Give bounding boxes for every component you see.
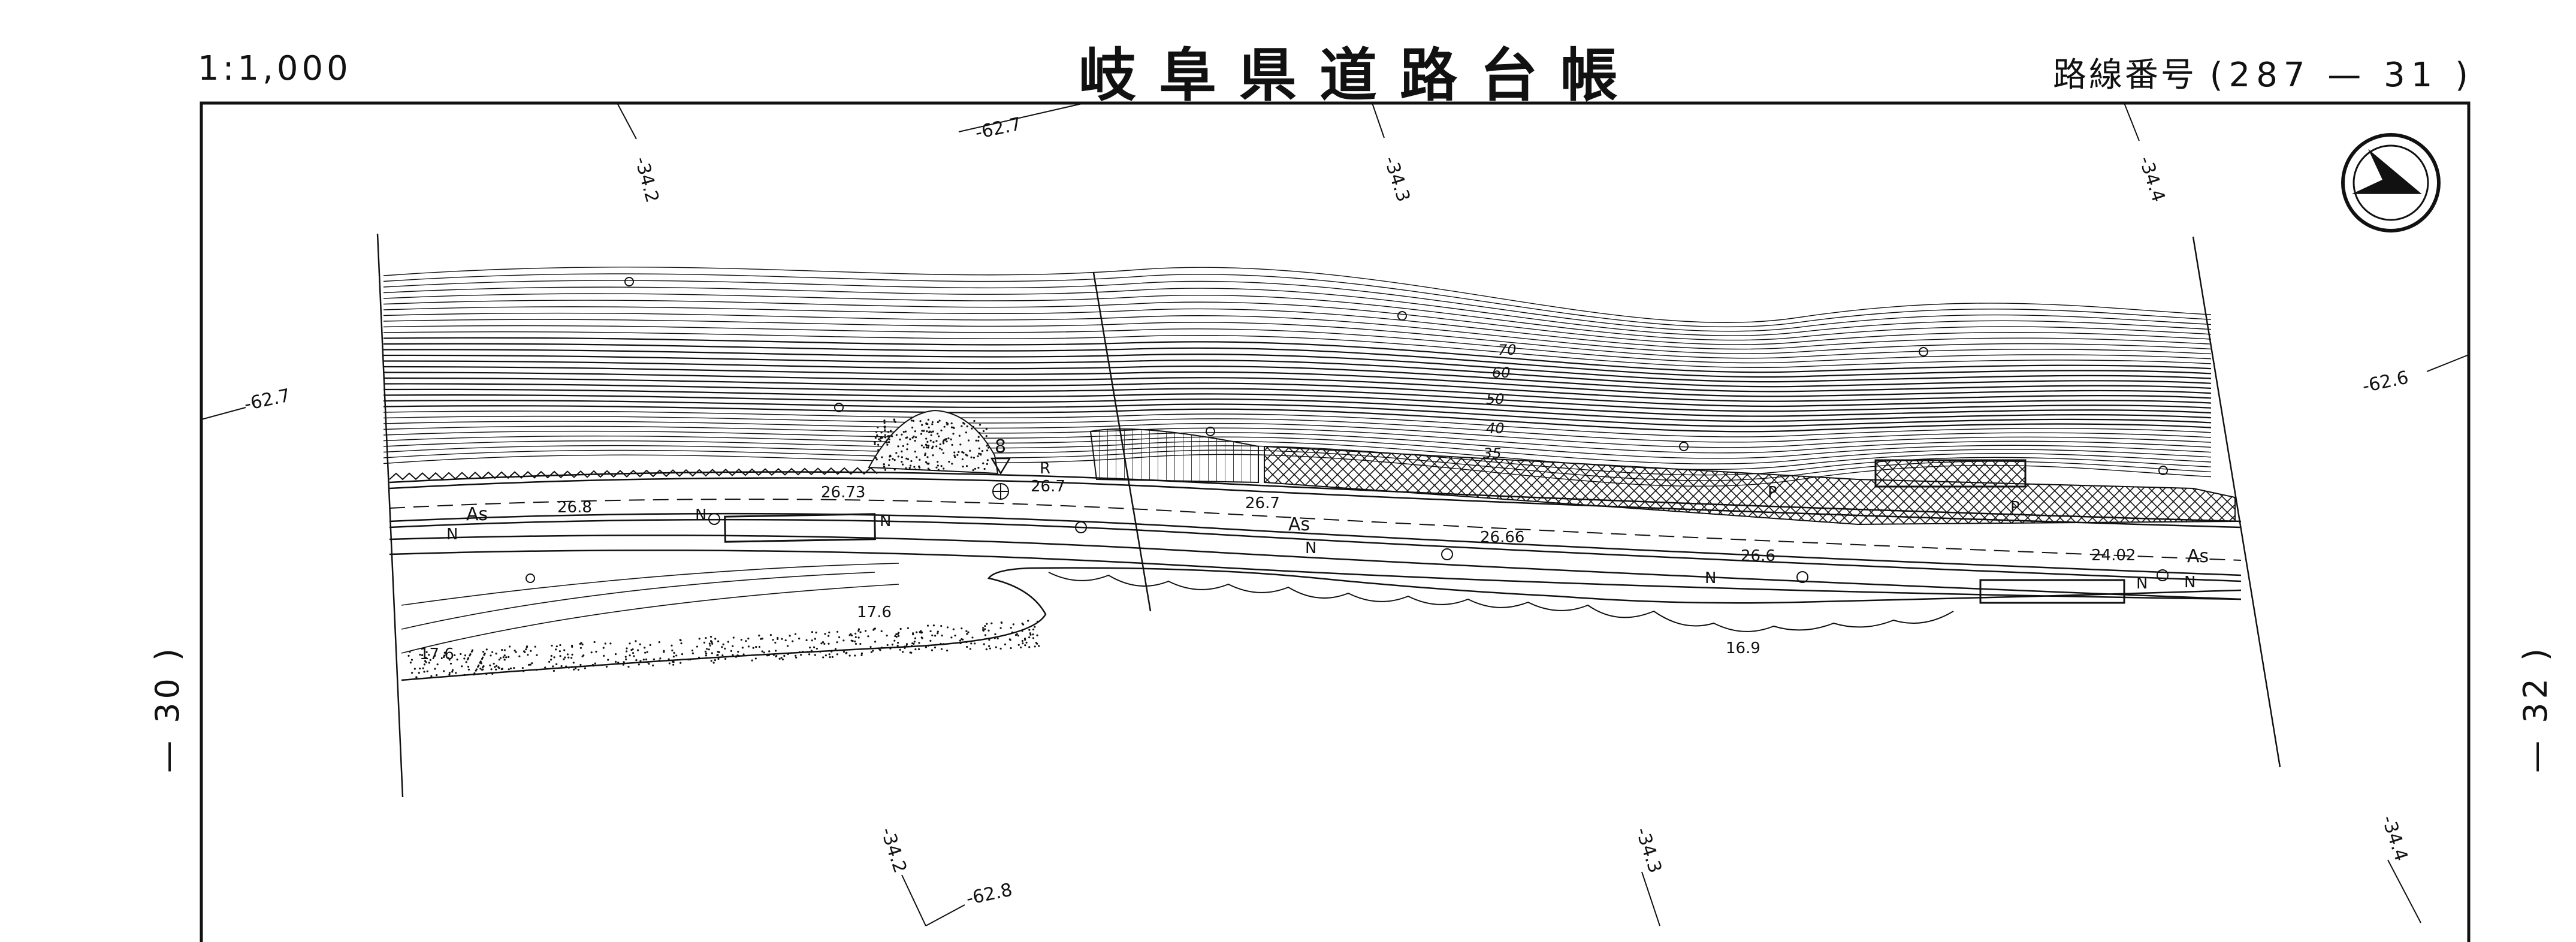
grid-label-bottom-2: -62.8: [964, 879, 1014, 909]
grid-label-top-1: -34.2: [630, 155, 663, 205]
map-symbol: N: [880, 512, 891, 530]
spot-elevation: 26.7: [1245, 494, 1280, 512]
contour-label: 50: [1486, 391, 1505, 407]
grid-label-top-4: -34.4: [2134, 154, 2169, 205]
spot-elevation: 17.6: [419, 645, 454, 663]
route-number: 路線番号 (287 — 31 ): [2053, 48, 2474, 96]
grid-label-right: -62.6: [2360, 367, 2410, 397]
spot-elevation: 26.7: [1031, 478, 1065, 496]
map-symbol: N: [2136, 575, 2148, 593]
spot-elevation: 26.73: [821, 484, 865, 502]
contour-lines: [383, 267, 2212, 487]
grid-label-bottom-1: -34.2: [876, 825, 910, 876]
map-frame: [200, 101, 2471, 942]
benchmark-icon: [990, 457, 1011, 475]
map-symbol: N: [1305, 539, 1316, 557]
contour-label: 35: [1483, 445, 1502, 462]
map-symbol: P: [1768, 484, 1777, 502]
map-symbol: N: [2184, 573, 2196, 591]
map-scale: 1:1,000: [198, 49, 352, 88]
page-title: 岐阜県道路台帳: [1079, 42, 1641, 109]
riverbank: [401, 567, 2242, 681]
spot-elevation: 26.8: [557, 499, 592, 517]
spot-elevation: 17.6: [857, 603, 892, 621]
contour-label: 70: [1498, 342, 1517, 358]
road-surface-label: As: [1288, 514, 1310, 535]
road-surface-label: As: [466, 504, 488, 525]
contour-label: 60: [1492, 364, 1511, 381]
map-symbol: N: [695, 506, 706, 524]
spot-elevation: 26.6: [1741, 547, 1775, 565]
grid-label-top-2: -62.7: [973, 113, 1023, 143]
road-edges: [389, 471, 2242, 600]
spot-elevation: 24.02: [2091, 547, 2136, 564]
hill-stipple: [874, 418, 990, 472]
grid-ticks: [201, 102, 2469, 926]
spot-elevation: 26.66: [1480, 529, 1524, 547]
grid-label-top-3: -34.3: [1379, 154, 1414, 205]
vegetated-bank: [1048, 572, 1954, 632]
map-symbol: R: [1040, 460, 1050, 478]
spot-elevation: 16.9: [1726, 639, 1760, 657]
grid-label-left: -62.7: [242, 385, 292, 415]
route-number-label: 路線番号: [2052, 56, 2197, 95]
contour-label: 40: [1486, 420, 1505, 437]
map-symbol: P: [2010, 499, 2020, 517]
road-surface-label: As: [2187, 546, 2209, 567]
map-symbol: N: [1705, 569, 1716, 587]
benchmark-label: 8: [995, 436, 1006, 457]
sand-stipple: [407, 620, 1040, 678]
ground-lines: [401, 563, 899, 654]
utility-markers: [526, 277, 2169, 583]
culverts: [724, 513, 2125, 604]
retaining-wall: [1089, 428, 2236, 526]
grid-label-bottom-4: -34.4: [2377, 813, 2411, 864]
grid-label-bottom-3: -34.3: [1631, 825, 1665, 876]
route-number-value: (287 — 31 ): [2209, 56, 2474, 95]
north-arrow-icon: [2341, 133, 2441, 233]
road-centerline: [389, 499, 2242, 561]
map-symbol: N: [446, 526, 458, 544]
